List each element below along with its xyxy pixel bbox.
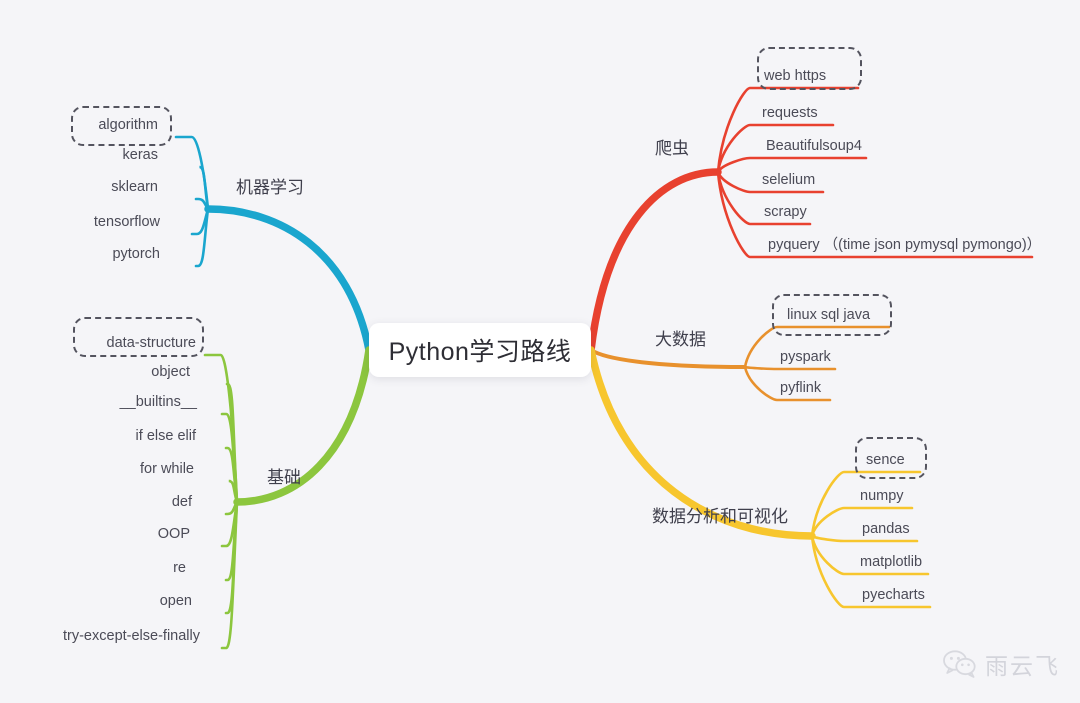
branch-trunk-basics <box>233 346 373 506</box>
highlight-box-data-analysis <box>855 437 927 479</box>
center-node-label: Python学习路线 <box>388 338 572 366</box>
leaf-connector-machine-learning-2 <box>194 197 210 211</box>
leaf-connector-basics-5 <box>224 500 239 516</box>
leaf-label[interactable]: matplotlib <box>860 554 923 570</box>
leaf-label[interactable]: re <box>173 560 186 576</box>
branch-trunk-crawler <box>587 168 722 354</box>
leaf-label[interactable]: try-except-else-finally <box>63 628 200 644</box>
leaf-connector-crawler-2 <box>716 156 868 174</box>
leaf-label[interactable]: Beautifulsoup4 <box>766 138 862 154</box>
branch-label-machine-learning[interactable]: 机器学习 <box>236 178 304 197</box>
branch-label-big-data[interactable]: 大数据 <box>655 330 706 349</box>
highlight-box-basics <box>73 317 204 357</box>
branch-label-crawler[interactable]: 爬虫 <box>655 139 689 158</box>
leaf-label[interactable]: __builtins__ <box>119 394 197 410</box>
highlight-box-crawler <box>757 47 862 90</box>
leaf-label[interactable]: pandas <box>862 521 910 537</box>
leaf-label[interactable]: def <box>171 494 192 510</box>
leaf-label[interactable]: requests <box>762 105 818 121</box>
leaf-connector-basics-6 <box>220 500 239 548</box>
leaf-label[interactable]: selelium <box>762 172 816 188</box>
leaf-label[interactable]: web https <box>764 68 827 84</box>
leaf-label[interactable]: sence <box>866 452 905 468</box>
leaf-label[interactable]: open <box>159 593 192 609</box>
leaf-label[interactable]: object <box>151 364 190 380</box>
leaf-label[interactable]: data-structure <box>106 335 196 351</box>
leaf-connector-basics-3 <box>224 446 239 504</box>
wechat-icon <box>943 649 977 679</box>
leaf-connector-machine-learning-3 <box>190 207 210 236</box>
leaf-label[interactable]: OOP <box>157 526 190 542</box>
branch-label-data-analysis[interactable]: 数据分析和可视化 <box>652 507 788 526</box>
leaf-connector-machine-learning-1 <box>198 165 210 211</box>
leaf-connector-machine-learning-4 <box>194 207 210 268</box>
leaf-label[interactable]: keras <box>122 147 158 163</box>
leaf-label[interactable]: tensorflow <box>93 214 160 230</box>
leaf-label[interactable]: pytorch <box>112 246 160 262</box>
leaf-connector-basics-9 <box>220 500 239 650</box>
leaf-connector-crawler-0 <box>716 86 860 174</box>
leaf-label[interactable]: pyquery （(time json pymysql pymongo)） <box>768 237 1042 253</box>
leaf-connector-basics-7 <box>224 500 239 582</box>
leaf-label[interactable]: pyflink <box>780 380 822 396</box>
leaf-label[interactable]: if else elif <box>135 428 196 444</box>
leaf-connector-basics-2 <box>220 412 239 504</box>
center-node[interactable]: Python学习路线 <box>369 323 591 377</box>
leaf-label[interactable]: algorithm <box>98 117 158 133</box>
leaf-label[interactable]: numpy <box>860 488 904 504</box>
leaf-connector-basics-4 <box>228 479 239 504</box>
highlight-box-machine-learning <box>71 106 172 146</box>
leaf-label[interactable]: linux sql java <box>787 307 871 323</box>
leaf-connector-big-data-1 <box>743 365 837 371</box>
leaf-connector-basics-8 <box>224 500 239 615</box>
leaf-connector-machine-learning-0 <box>174 135 210 211</box>
branch-trunk-machine-learning <box>204 205 373 354</box>
leaf-label[interactable]: for while <box>140 461 194 477</box>
leaf-connector-basics-0 <box>203 353 239 504</box>
leaf-label[interactable]: sklearn <box>111 179 158 195</box>
leaf-label[interactable]: pyecharts <box>862 587 925 603</box>
leaf-connector-basics-1 <box>225 382 239 504</box>
highlight-box-big-data <box>772 294 892 336</box>
branch-trunk-big-data <box>589 348 747 369</box>
branch-label-basics[interactable]: 基础 <box>267 468 301 487</box>
watermark: 雨云飞 <box>943 647 1060 681</box>
watermark-label: 雨云飞 <box>985 653 1060 679</box>
leaf-label[interactable]: scrapy <box>764 204 807 220</box>
leaf-label[interactable]: pyspark <box>780 349 831 365</box>
